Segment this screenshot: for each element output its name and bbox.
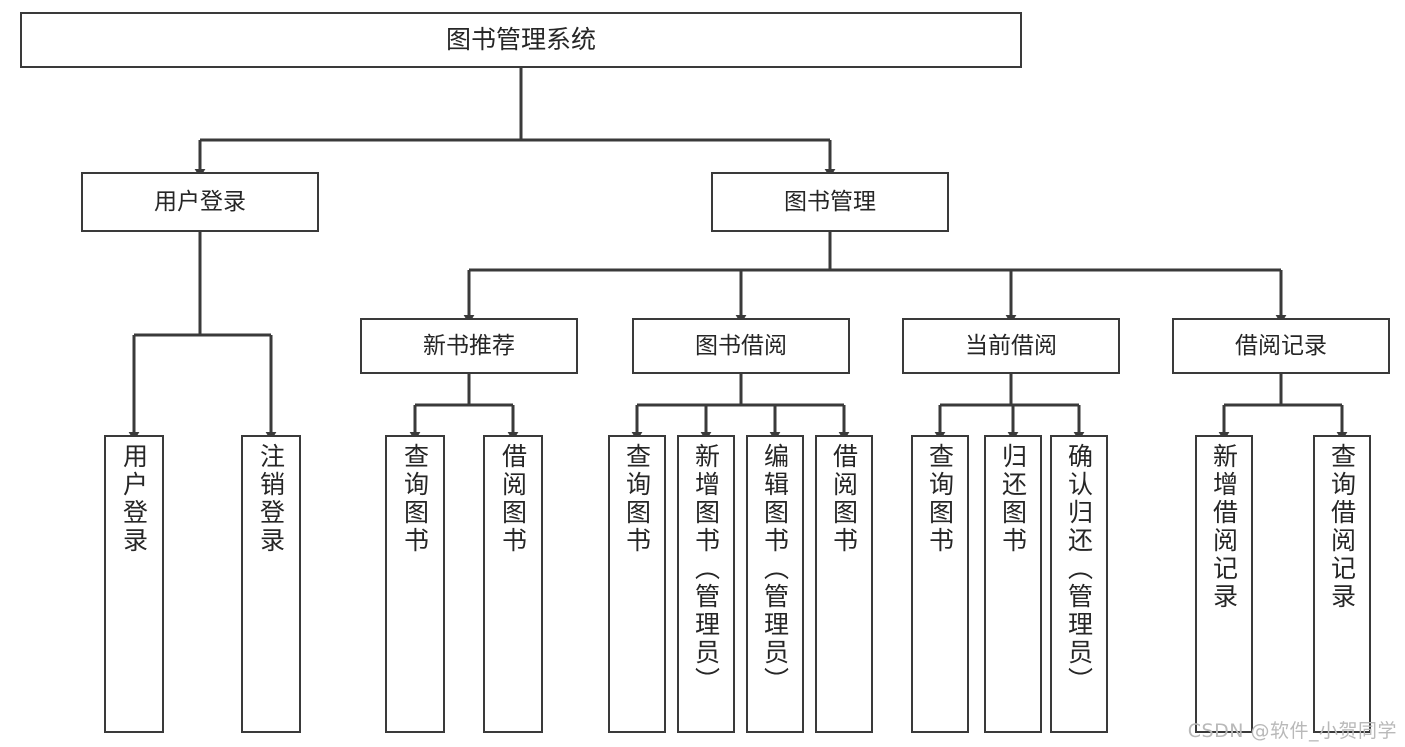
node-leaf-query-book-2[interactable]: 查询图书 <box>608 435 666 733</box>
node-current-borrow-label: 当前借阅 <box>965 332 1057 359</box>
node-user-login-label: 用户登录 <box>154 188 246 215</box>
node-borrow-record-label: 借阅记录 <box>1235 332 1327 359</box>
node-leaf-user-logout[interactable]: 注销登录 <box>241 435 301 733</box>
node-root-label: 图书管理系统 <box>445 24 596 54</box>
node-book-borrow-label: 图书借阅 <box>695 332 787 359</box>
node-leaf-user-login[interactable]: 用户登录 <box>104 435 164 733</box>
node-leaf-borrow-book-1-label: 借阅图书 <box>498 443 528 555</box>
node-leaf-user-login-label: 用户登录 <box>119 443 149 555</box>
node-leaf-query-record-label: 查询借阅记录 <box>1327 443 1357 611</box>
node-leaf-user-logout-label: 注销登录 <box>256 443 286 555</box>
node-leaf-query-record[interactable]: 查询借阅记录 <box>1313 435 1371 733</box>
node-leaf-edit-book[interactable]: 编辑图书（管理员） <box>746 435 804 733</box>
node-leaf-borrow-book-2[interactable]: 借阅图书 <box>815 435 873 733</box>
node-leaf-query-book-1[interactable]: 查询图书 <box>385 435 445 733</box>
csdn-watermark: CSDN @软件_小贺同学 <box>1187 720 1397 742</box>
node-user-login[interactable]: 用户登录 <box>81 172 319 232</box>
node-book-manage[interactable]: 图书管理 <box>711 172 949 232</box>
node-leaf-confirm-return[interactable]: 确认归还（管理员） <box>1050 435 1108 733</box>
node-leaf-edit-book-label: 编辑图书（管理员） <box>760 443 790 695</box>
node-leaf-borrow-book-1[interactable]: 借阅图书 <box>483 435 543 733</box>
node-leaf-query-book-3-label: 查询图书 <box>925 443 955 555</box>
node-leaf-query-book-3[interactable]: 查询图书 <box>911 435 969 733</box>
node-leaf-add-record-label: 新增借阅记录 <box>1209 443 1239 611</box>
node-leaf-add-record[interactable]: 新增借阅记录 <box>1195 435 1253 733</box>
node-book-manage-label: 图书管理 <box>784 188 876 215</box>
node-leaf-borrow-book-2-label: 借阅图书 <box>829 443 859 555</box>
node-current-borrow[interactable]: 当前借阅 <box>902 318 1120 374</box>
node-new-book-rec[interactable]: 新书推荐 <box>360 318 578 374</box>
node-leaf-return-book-label: 归还图书 <box>998 443 1028 555</box>
node-leaf-add-book-label: 新增图书（管理员） <box>691 443 721 695</box>
node-leaf-confirm-return-label: 确认归还（管理员） <box>1064 443 1094 695</box>
node-book-borrow[interactable]: 图书借阅 <box>632 318 850 374</box>
node-borrow-record[interactable]: 借阅记录 <box>1172 318 1390 374</box>
node-leaf-query-book-1-label: 查询图书 <box>400 443 430 555</box>
node-new-book-rec-label: 新书推荐 <box>423 332 515 359</box>
node-leaf-return-book[interactable]: 归还图书 <box>984 435 1042 733</box>
node-leaf-query-book-2-label: 查询图书 <box>622 443 652 555</box>
node-leaf-add-book[interactable]: 新增图书（管理员） <box>677 435 735 733</box>
node-root[interactable]: 图书管理系统 <box>20 12 1022 68</box>
